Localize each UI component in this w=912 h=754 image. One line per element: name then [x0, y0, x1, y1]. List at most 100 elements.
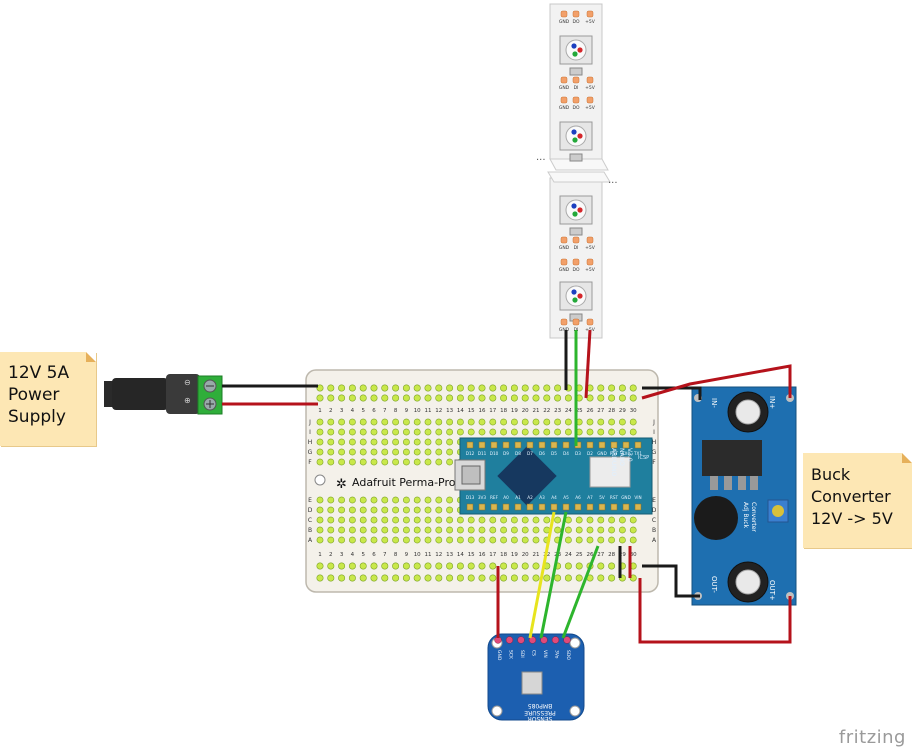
- rail-hole: [348, 574, 356, 582]
- power-rail-top: [316, 384, 637, 402]
- strip-pad: [560, 318, 568, 326]
- icsp-label: ICSP: [638, 455, 649, 461]
- dc-barrel-jack: ⊖ ⊕: [104, 374, 223, 415]
- proto-hole: [446, 536, 453, 544]
- column-number: 3: [340, 552, 344, 558]
- proto-hole: [413, 496, 421, 504]
- rail-hole: [327, 394, 335, 402]
- proto-hole: [467, 516, 475, 524]
- proto-hole: [359, 516, 367, 524]
- proto-hole: [348, 526, 356, 534]
- strip-pad-label: +5V: [585, 245, 596, 251]
- proto-hole: [413, 516, 421, 524]
- rail-hole: [381, 384, 389, 392]
- proto-hole: [402, 506, 410, 514]
- nano-pin-label: A6: [575, 495, 581, 500]
- column-number: 28: [608, 552, 615, 558]
- column-number: 10: [414, 552, 421, 558]
- nano-pin-label: VIN: [634, 495, 641, 500]
- rail-hole: [359, 562, 367, 570]
- row-letter: C: [308, 517, 312, 524]
- led-lens: [565, 285, 587, 307]
- rail-hole: [413, 384, 421, 392]
- nano-pin-label: D10: [490, 451, 499, 456]
- nano-pin-label: D11: [478, 451, 487, 456]
- proto-hole: [348, 428, 356, 436]
- proto-hole: [413, 438, 421, 446]
- rail-hole: [392, 394, 400, 402]
- rail-hole: [327, 562, 335, 570]
- strip-pad-label: DO: [572, 105, 579, 111]
- proto-hole: [424, 496, 432, 504]
- proto-hole: [359, 428, 367, 436]
- rail-hole: [402, 574, 410, 582]
- proto-hole: [424, 516, 432, 524]
- column-number: 13: [446, 408, 453, 414]
- rail-hole: [554, 384, 562, 392]
- rail-hole: [435, 574, 443, 582]
- proto-hole: [338, 438, 345, 446]
- strip-capacitor: [569, 153, 583, 162]
- rail-hole: [586, 394, 594, 402]
- wire-buck-out-gnd: [642, 564, 700, 598]
- proto-hole: [619, 536, 626, 544]
- proto-hole: [392, 536, 399, 544]
- column-number: 16: [479, 408, 486, 414]
- sensor-label-model: BMP085: [528, 702, 553, 709]
- nano-pin: [598, 441, 606, 449]
- proto-hole: [446, 506, 453, 514]
- strip-capacitor: [569, 67, 583, 76]
- regulator-chip: [702, 440, 762, 476]
- rail-hole: [489, 384, 497, 392]
- proto-hole: [435, 428, 443, 436]
- proto-hole: [359, 536, 367, 544]
- proto-hole: [575, 526, 583, 534]
- adafruit-logo-icon: ✲: [336, 477, 347, 492]
- column-number: 4: [351, 552, 355, 558]
- column-number: 13: [446, 552, 453, 558]
- column-number: 27: [597, 552, 604, 558]
- proto-hole: [359, 506, 367, 514]
- rail-hole: [618, 384, 626, 392]
- rail-hole: [446, 574, 454, 582]
- rail-hole: [500, 562, 508, 570]
- nano-pin: [526, 441, 534, 449]
- nano-pin-label: 5V: [599, 495, 605, 500]
- proto-hole: [478, 516, 486, 524]
- nano-pin: [466, 503, 474, 511]
- rail-hole: [575, 562, 583, 570]
- buck-label-out-minus: OUT-: [710, 576, 718, 593]
- proto-hole: [370, 496, 378, 504]
- proto-hole: [489, 536, 497, 544]
- rail-hole: [456, 562, 464, 570]
- row-letter: D: [652, 507, 657, 514]
- rail-hole: [446, 384, 454, 392]
- proto-hole: [511, 428, 518, 436]
- row-letter: G: [308, 449, 313, 456]
- led-die: [572, 137, 578, 143]
- rail-hole: [597, 384, 605, 392]
- rail-hole: [608, 562, 616, 570]
- proto-hole: [327, 438, 335, 446]
- proto-hole: [565, 418, 572, 426]
- rail-hole: [478, 574, 486, 582]
- nano-pin: [610, 441, 618, 449]
- strip-pad: [560, 258, 568, 266]
- proto-hole: [554, 516, 561, 524]
- proto-hole: [424, 428, 432, 436]
- rail-hole: [510, 562, 518, 570]
- nano-pin: [610, 503, 618, 511]
- rail-hole: [554, 394, 562, 402]
- wire-sensor-gnd: [561, 545, 600, 639]
- proto-hole: [370, 428, 378, 436]
- row-letter: J: [652, 419, 655, 426]
- proto-hole: [521, 516, 529, 524]
- column-number: 3: [340, 408, 344, 414]
- proto-hole: [381, 448, 389, 456]
- sensor-pin: [528, 636, 537, 644]
- proto-hole: [446, 428, 453, 436]
- row-letter: I: [309, 429, 311, 436]
- buck-label-out-plus: OUT+: [768, 580, 776, 601]
